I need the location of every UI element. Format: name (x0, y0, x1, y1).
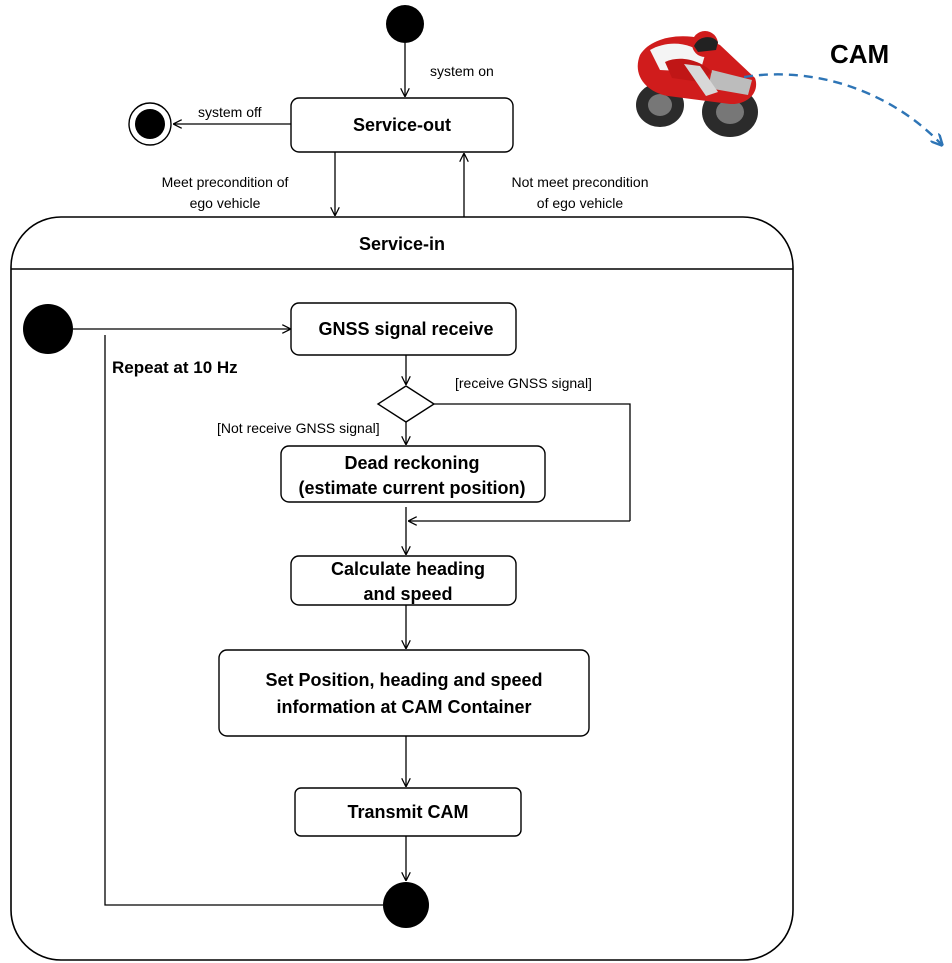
system-on-label: system on (430, 63, 494, 79)
transmit-cam-activity (294, 787, 522, 837)
cam-broadcast-path (743, 73, 942, 145)
calc-heading-line2: and speed (363, 584, 452, 604)
dead-reckoning-activity (280, 445, 546, 503)
inner-initial-node (23, 304, 73, 354)
service-out-state (290, 97, 514, 153)
system-off-label: system off (198, 104, 262, 120)
repeat-label: Repeat at 10 Hz (112, 358, 238, 377)
meet-precondition-line2: ego vehicle (190, 195, 261, 211)
set-position-line2: information at CAM Container (277, 697, 532, 717)
final-node-inner (135, 109, 165, 139)
repeat-loop-edge (104, 335, 383, 906)
service-in-label: Service-in (359, 234, 445, 254)
motorcycle-icon (636, 31, 758, 137)
inner-final-node (383, 882, 429, 928)
calc-heading-line1: Calculate heading (331, 559, 485, 579)
initial-node (386, 5, 424, 43)
set-position-line1: Set Position, heading and speed (265, 670, 542, 690)
set-position-activity (218, 649, 590, 737)
gnss-decision-node (376, 385, 436, 423)
gnss-receive-label: GNSS signal receive (318, 319, 493, 339)
not-meet-precondition-line1: Not meet precondition (512, 174, 649, 190)
not-meet-precondition-line2: of ego vehicle (537, 195, 624, 211)
edge-receive-gnss (434, 403, 631, 521)
receive-gnss-guard: [receive GNSS signal] (455, 375, 592, 391)
dead-reckoning-line1: Dead reckoning (344, 453, 479, 473)
dead-reckoning-line2: (estimate current position) (298, 478, 525, 498)
transmit-cam-label: Transmit CAM (347, 802, 468, 822)
cam-label: CAM (830, 39, 889, 69)
service-out-label: Service-out (353, 115, 451, 135)
calc-heading-activity (290, 555, 517, 606)
meet-precondition-line1: Meet precondition of (162, 174, 289, 190)
not-receive-gnss-guard: [Not receive GNSS signal] (217, 420, 380, 436)
service-in-state (10, 216, 794, 961)
gnss-receive-activity (290, 302, 517, 356)
